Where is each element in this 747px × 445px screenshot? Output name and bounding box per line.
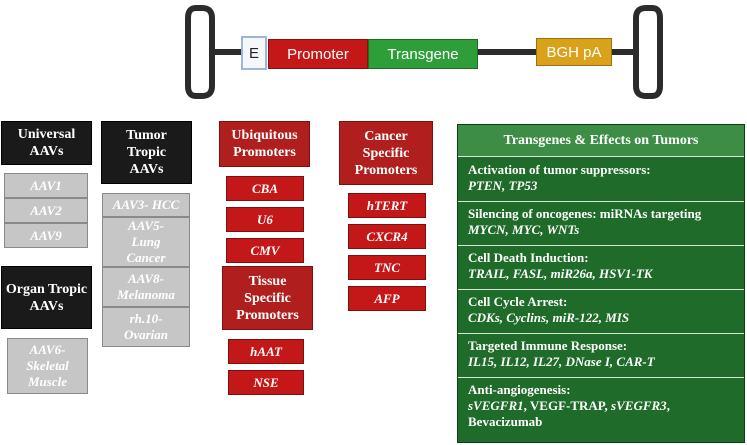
universal-aavs-title: Universal AAVs	[17, 127, 76, 159]
effect-example-plain: , VEGF-TRAP,	[523, 398, 612, 413]
panel-title-text: Transgenes & Effects on Tumors	[503, 132, 699, 148]
itr-frame	[185, 5, 663, 99]
list-item: AAV1	[4, 173, 88, 198]
effect-title: Silencing of oncogenes: miRNAs targeting	[468, 206, 702, 221]
polya-label: BGH pA	[546, 43, 602, 61]
transgenes-effects-title: Transgenes & Effects on Tumors	[458, 125, 744, 157]
effect-title: Cell Death Induction:	[468, 250, 589, 265]
tissue-specific-promoters-title: Tissue Specific Promoters	[236, 273, 299, 323]
organ-tropic-aavs-header: Organ Tropic AAVs	[1, 266, 92, 329]
effect-title: Anti-angiogenesis:	[468, 382, 571, 397]
tissue-specific-promoters-list: hAAT NSE	[228, 339, 304, 395]
effect-examples: CDKs, Cyclins, miR-122, MIS	[468, 310, 630, 325]
list-item: AAV5- Lung Cancer	[102, 217, 190, 267]
list-item: AAV9	[4, 223, 88, 248]
cancer-specific-promoters-list: hTERT CXCR4 TNC AFP	[348, 193, 426, 311]
effect-example-plain: ,	[666, 398, 670, 413]
universal-aavs-header: Universal AAVs	[1, 121, 92, 165]
list-item: U6	[226, 207, 304, 232]
cancer-specific-promoters-title: Cancer Specific Promoters	[354, 128, 418, 178]
effect-section: Anti-angiogenesis: sVEGFR1, VEGF-TRAP, s…	[458, 378, 744, 442]
ubiquitous-promoters-header: Ubiquitous Promoters	[219, 121, 310, 167]
effect-examples: IL15, IL12, IL27, DNase I, CAR-T	[468, 354, 655, 369]
list-item: AAV2	[4, 198, 88, 223]
enhancer-box: E	[241, 36, 267, 70]
ubiquitous-promoters-title: Ubiquitous Promoters	[231, 128, 298, 160]
effect-examples: PTEN, TP53	[468, 178, 538, 193]
list-item: TNC	[348, 255, 426, 280]
list-item: hTERT	[348, 193, 426, 218]
transgene-label: Transgene	[387, 45, 459, 63]
effect-title: Activation of tumor suppressors:	[468, 162, 651, 177]
list-item: AAV6- Skeletal Muscle	[7, 338, 88, 394]
universal-aavs-list: AAV1 AAV2 AAV9	[4, 173, 88, 248]
polya-box: BGH pA	[536, 38, 612, 66]
tumor-tropic-aavs-title: Tumor Tropic AAVs	[126, 128, 167, 177]
tumor-tropic-aavs-header: Tumor Tropic AAVs	[101, 121, 192, 184]
effect-examples: sVEGFR1, VEGF-TRAP, sVEGFR3,	[468, 398, 744, 414]
cancer-specific-promoters-header: Cancer Specific Promoters	[339, 121, 433, 185]
tissue-specific-promoters-header: Tissue Specific Promoters	[222, 266, 313, 330]
effect-example-italic: sVEGFR1	[468, 398, 524, 413]
list-item: CBA	[226, 176, 304, 201]
list-item: CXCR4	[348, 224, 426, 249]
effect-examples: TRAIL, FASL, miR26a, HSV1-TK	[468, 266, 653, 281]
list-item: AAV8- Melanoma	[102, 267, 190, 307]
organ-tropic-aavs-list: AAV6- Skeletal Muscle	[7, 338, 88, 394]
effect-section: Cell Cycle Arrest: CDKs, Cyclins, miR-12…	[458, 290, 744, 334]
effect-examples: MYCN, MYC, WNTs	[468, 222, 580, 237]
list-item: hAAT	[228, 339, 304, 364]
effect-title: Cell Cycle Arrest:	[468, 294, 568, 309]
tumor-tropic-aavs-list: AAV3- HCC AAV5- Lung Cancer AAV8- Melano…	[102, 193, 190, 347]
promoter-label: Promoter	[287, 45, 349, 63]
effect-section: Targeted Immune Response: IL15, IL12, IL…	[458, 334, 744, 378]
ubiquitous-promoters-list: CBA U6 CMV	[226, 176, 304, 263]
list-item: AFP	[348, 286, 426, 311]
organ-tropic-aavs-title: Organ Tropic AAVs	[5, 281, 88, 314]
transgene-box: Transgene	[368, 39, 478, 69]
list-item: rh.10- Ovarian	[102, 307, 190, 347]
list-item: AAV3- HCC	[102, 193, 190, 217]
list-item: CMV	[226, 238, 304, 263]
effect-section: Silencing of oncogenes: miRNAs targeting…	[458, 202, 744, 246]
aav-construct: E Promoter Transgene BGH pA	[0, 0, 747, 100]
effect-section: Activation of tumor suppressors: PTEN, T…	[458, 158, 744, 202]
transgenes-effects-panel: Transgenes & Effects on Tumors Activatio…	[457, 124, 745, 443]
list-item: NSE	[228, 370, 304, 395]
promoter-box: Promoter	[268, 39, 368, 69]
effect-section: Cell Death Induction: TRAIL, FASL, miR26…	[458, 246, 744, 290]
effect-example-plain: Bevacizumab	[468, 414, 543, 429]
enhancer-label: E	[248, 44, 259, 62]
effect-example-italic: sVEGFR3	[611, 398, 667, 413]
effect-title: Targeted Immune Response:	[468, 338, 628, 353]
